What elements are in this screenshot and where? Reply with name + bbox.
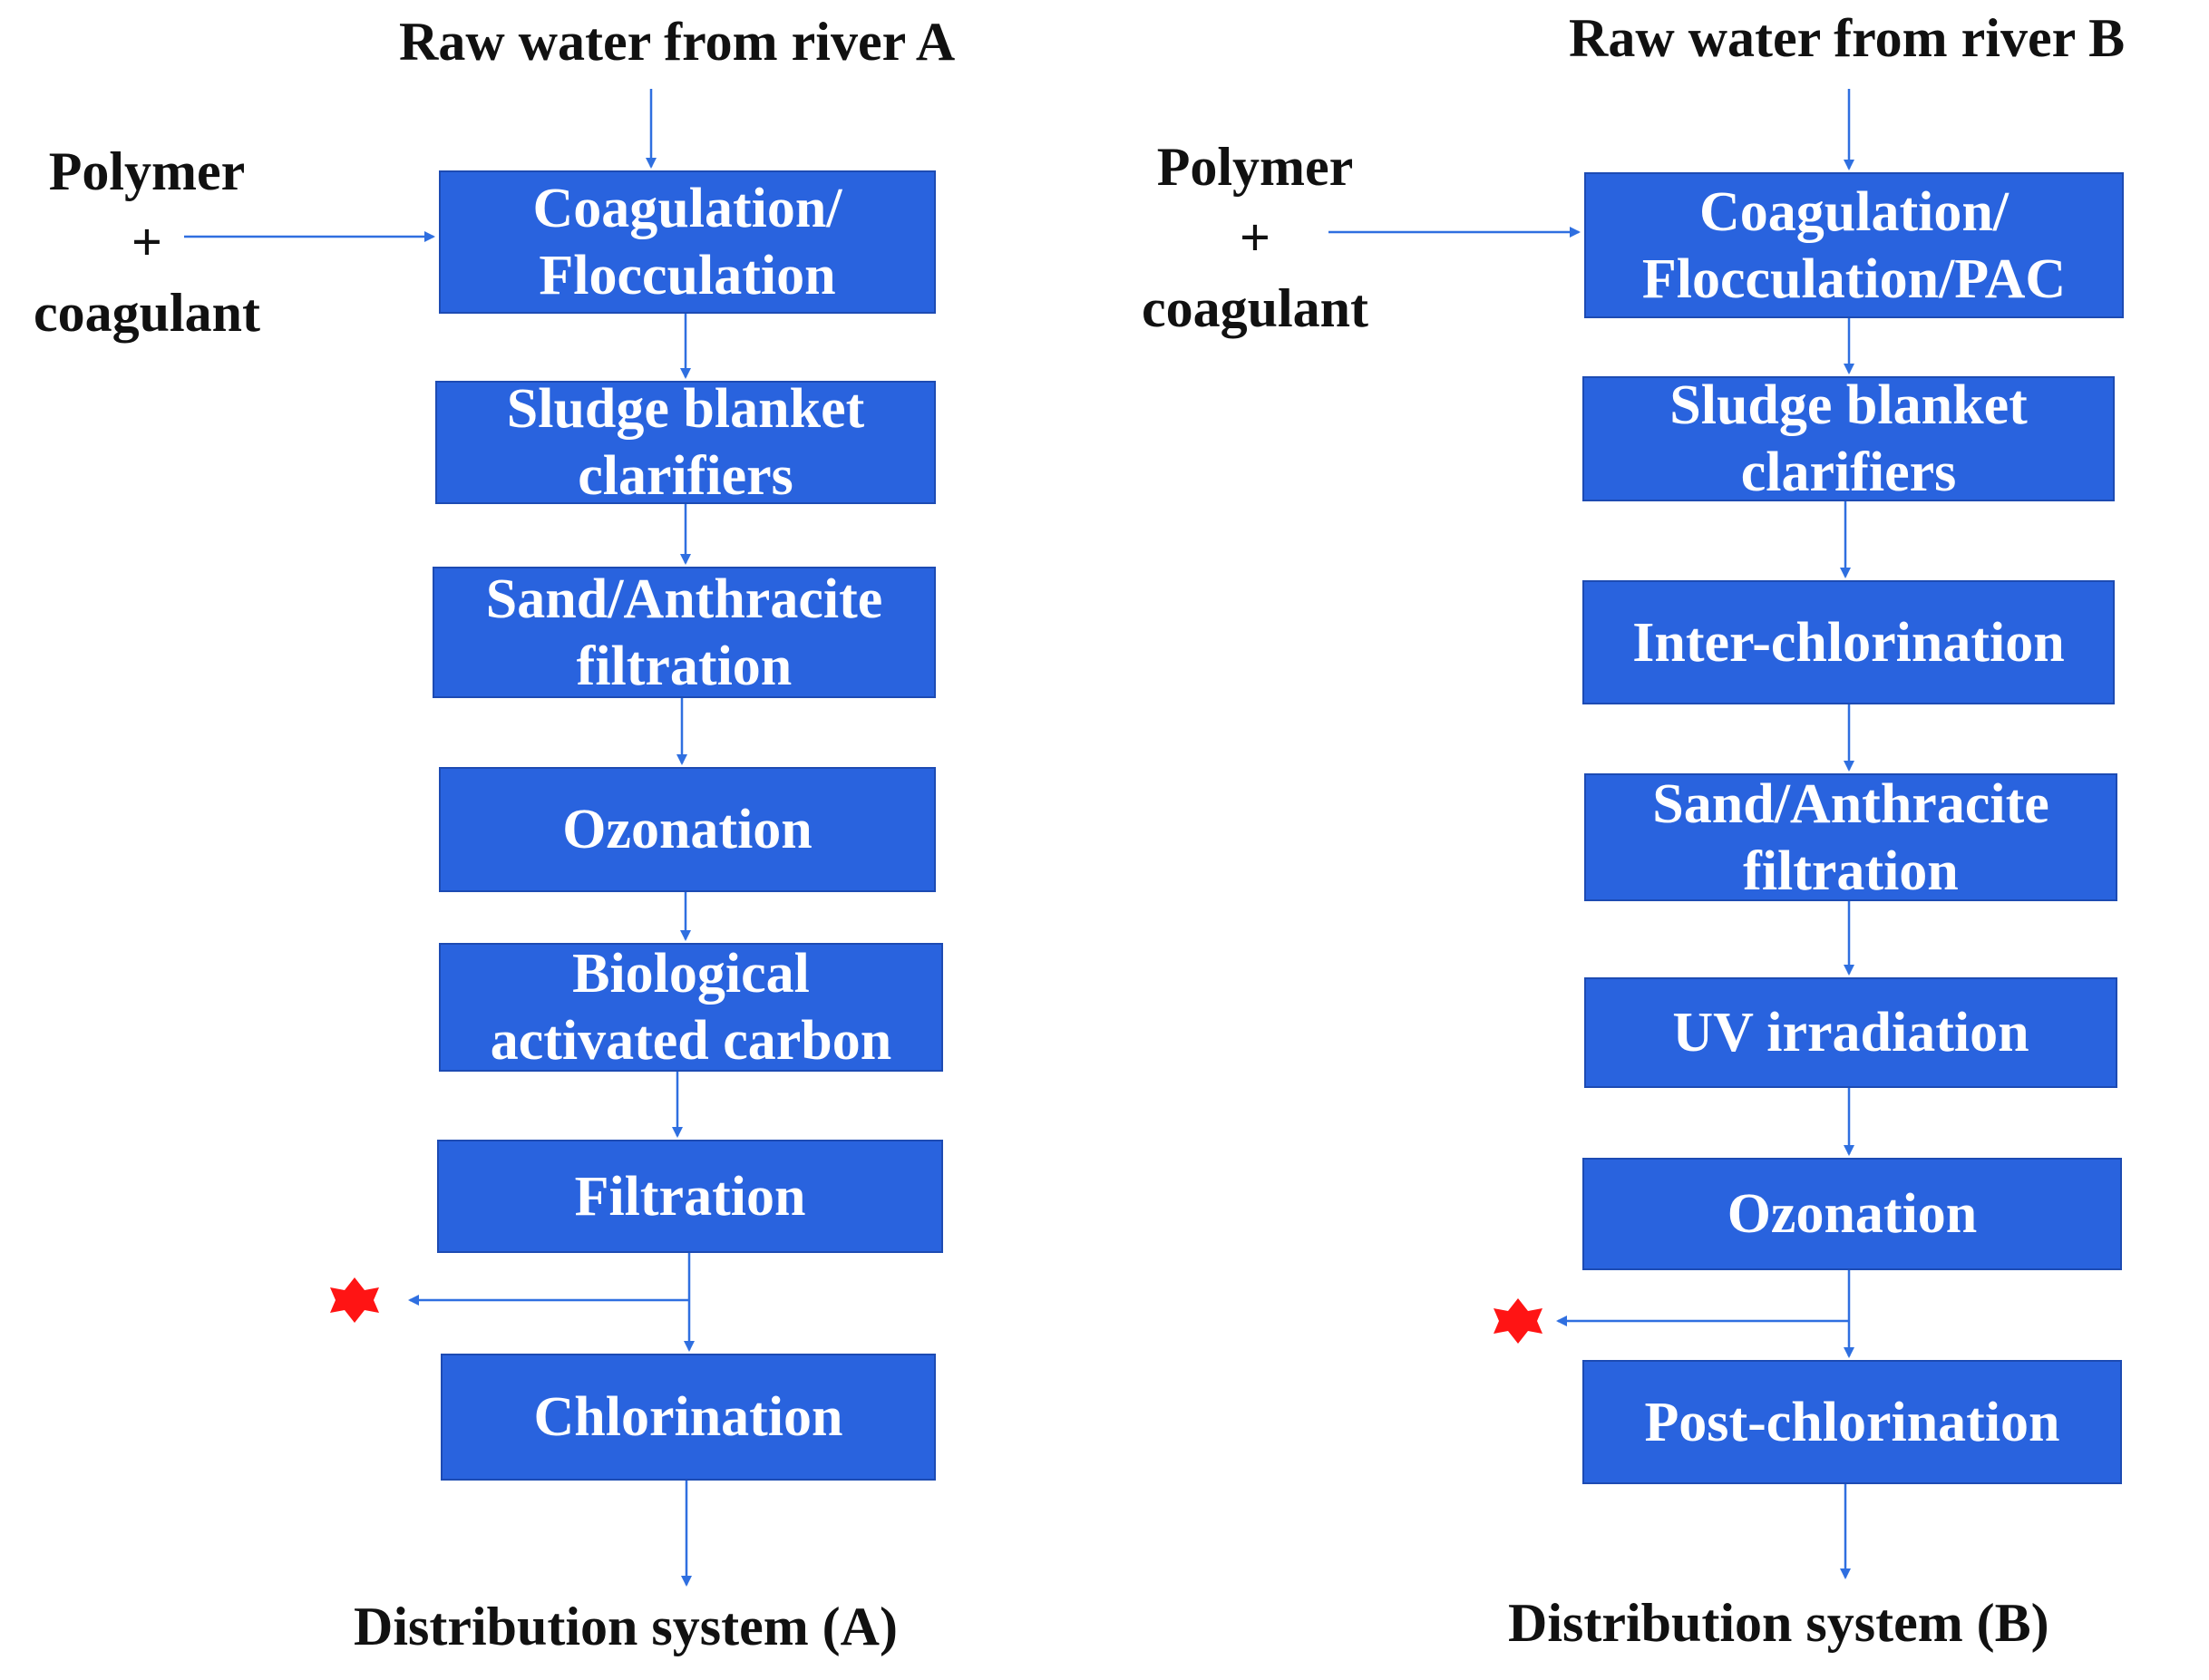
right-step-clarifiers: Sludge blanket clarifiers bbox=[1582, 374, 2115, 503]
left-output-label: Distribution system (A) bbox=[354, 1597, 898, 1656]
left-step-sand-filtration: Sand/Anthracite filtration bbox=[433, 567, 936, 698]
right-step-uv: UV irradiation bbox=[1584, 977, 2117, 1088]
red-star-icon bbox=[1494, 1298, 1542, 1344]
right-sampling-point bbox=[1494, 1298, 1542, 1344]
right-source-label: Raw water from river B bbox=[1569, 8, 2126, 68]
right-input-label: Polymer + coagulant bbox=[1141, 137, 1369, 338]
left-step-filtration: Filtration bbox=[437, 1140, 943, 1253]
left-input-label: Polymer + coagulant bbox=[33, 141, 261, 343]
right-step-coagulation-pac: Coagulation/ Flocculation/PAC bbox=[1584, 172, 2124, 318]
right-output-label: Distribution system (B) bbox=[1508, 1593, 2049, 1653]
left-sampling-point bbox=[330, 1277, 379, 1323]
right-step-post-chlorination: Post-chlorination bbox=[1582, 1360, 2122, 1484]
right-step-inter-chlorination: Inter-chlorination bbox=[1582, 580, 2115, 704]
left-source-label: Raw water from river A bbox=[399, 12, 956, 72]
left-step-chlorination: Chlorination bbox=[441, 1354, 936, 1481]
right-step-sand-filtration: Sand/Anthracite filtration bbox=[1584, 773, 2117, 902]
right-step-ozonation: Ozonation bbox=[1582, 1158, 2122, 1270]
left-step-clarifiers: Sludge blanket clarifiers bbox=[435, 378, 936, 507]
left-step-coagulation: Coagulation/ Flocculation bbox=[439, 170, 936, 314]
red-star-icon bbox=[330, 1277, 379, 1323]
left-step-bac: Biological activated carbon bbox=[439, 943, 943, 1072]
left-step-ozonation: Ozonation bbox=[439, 767, 936, 892]
